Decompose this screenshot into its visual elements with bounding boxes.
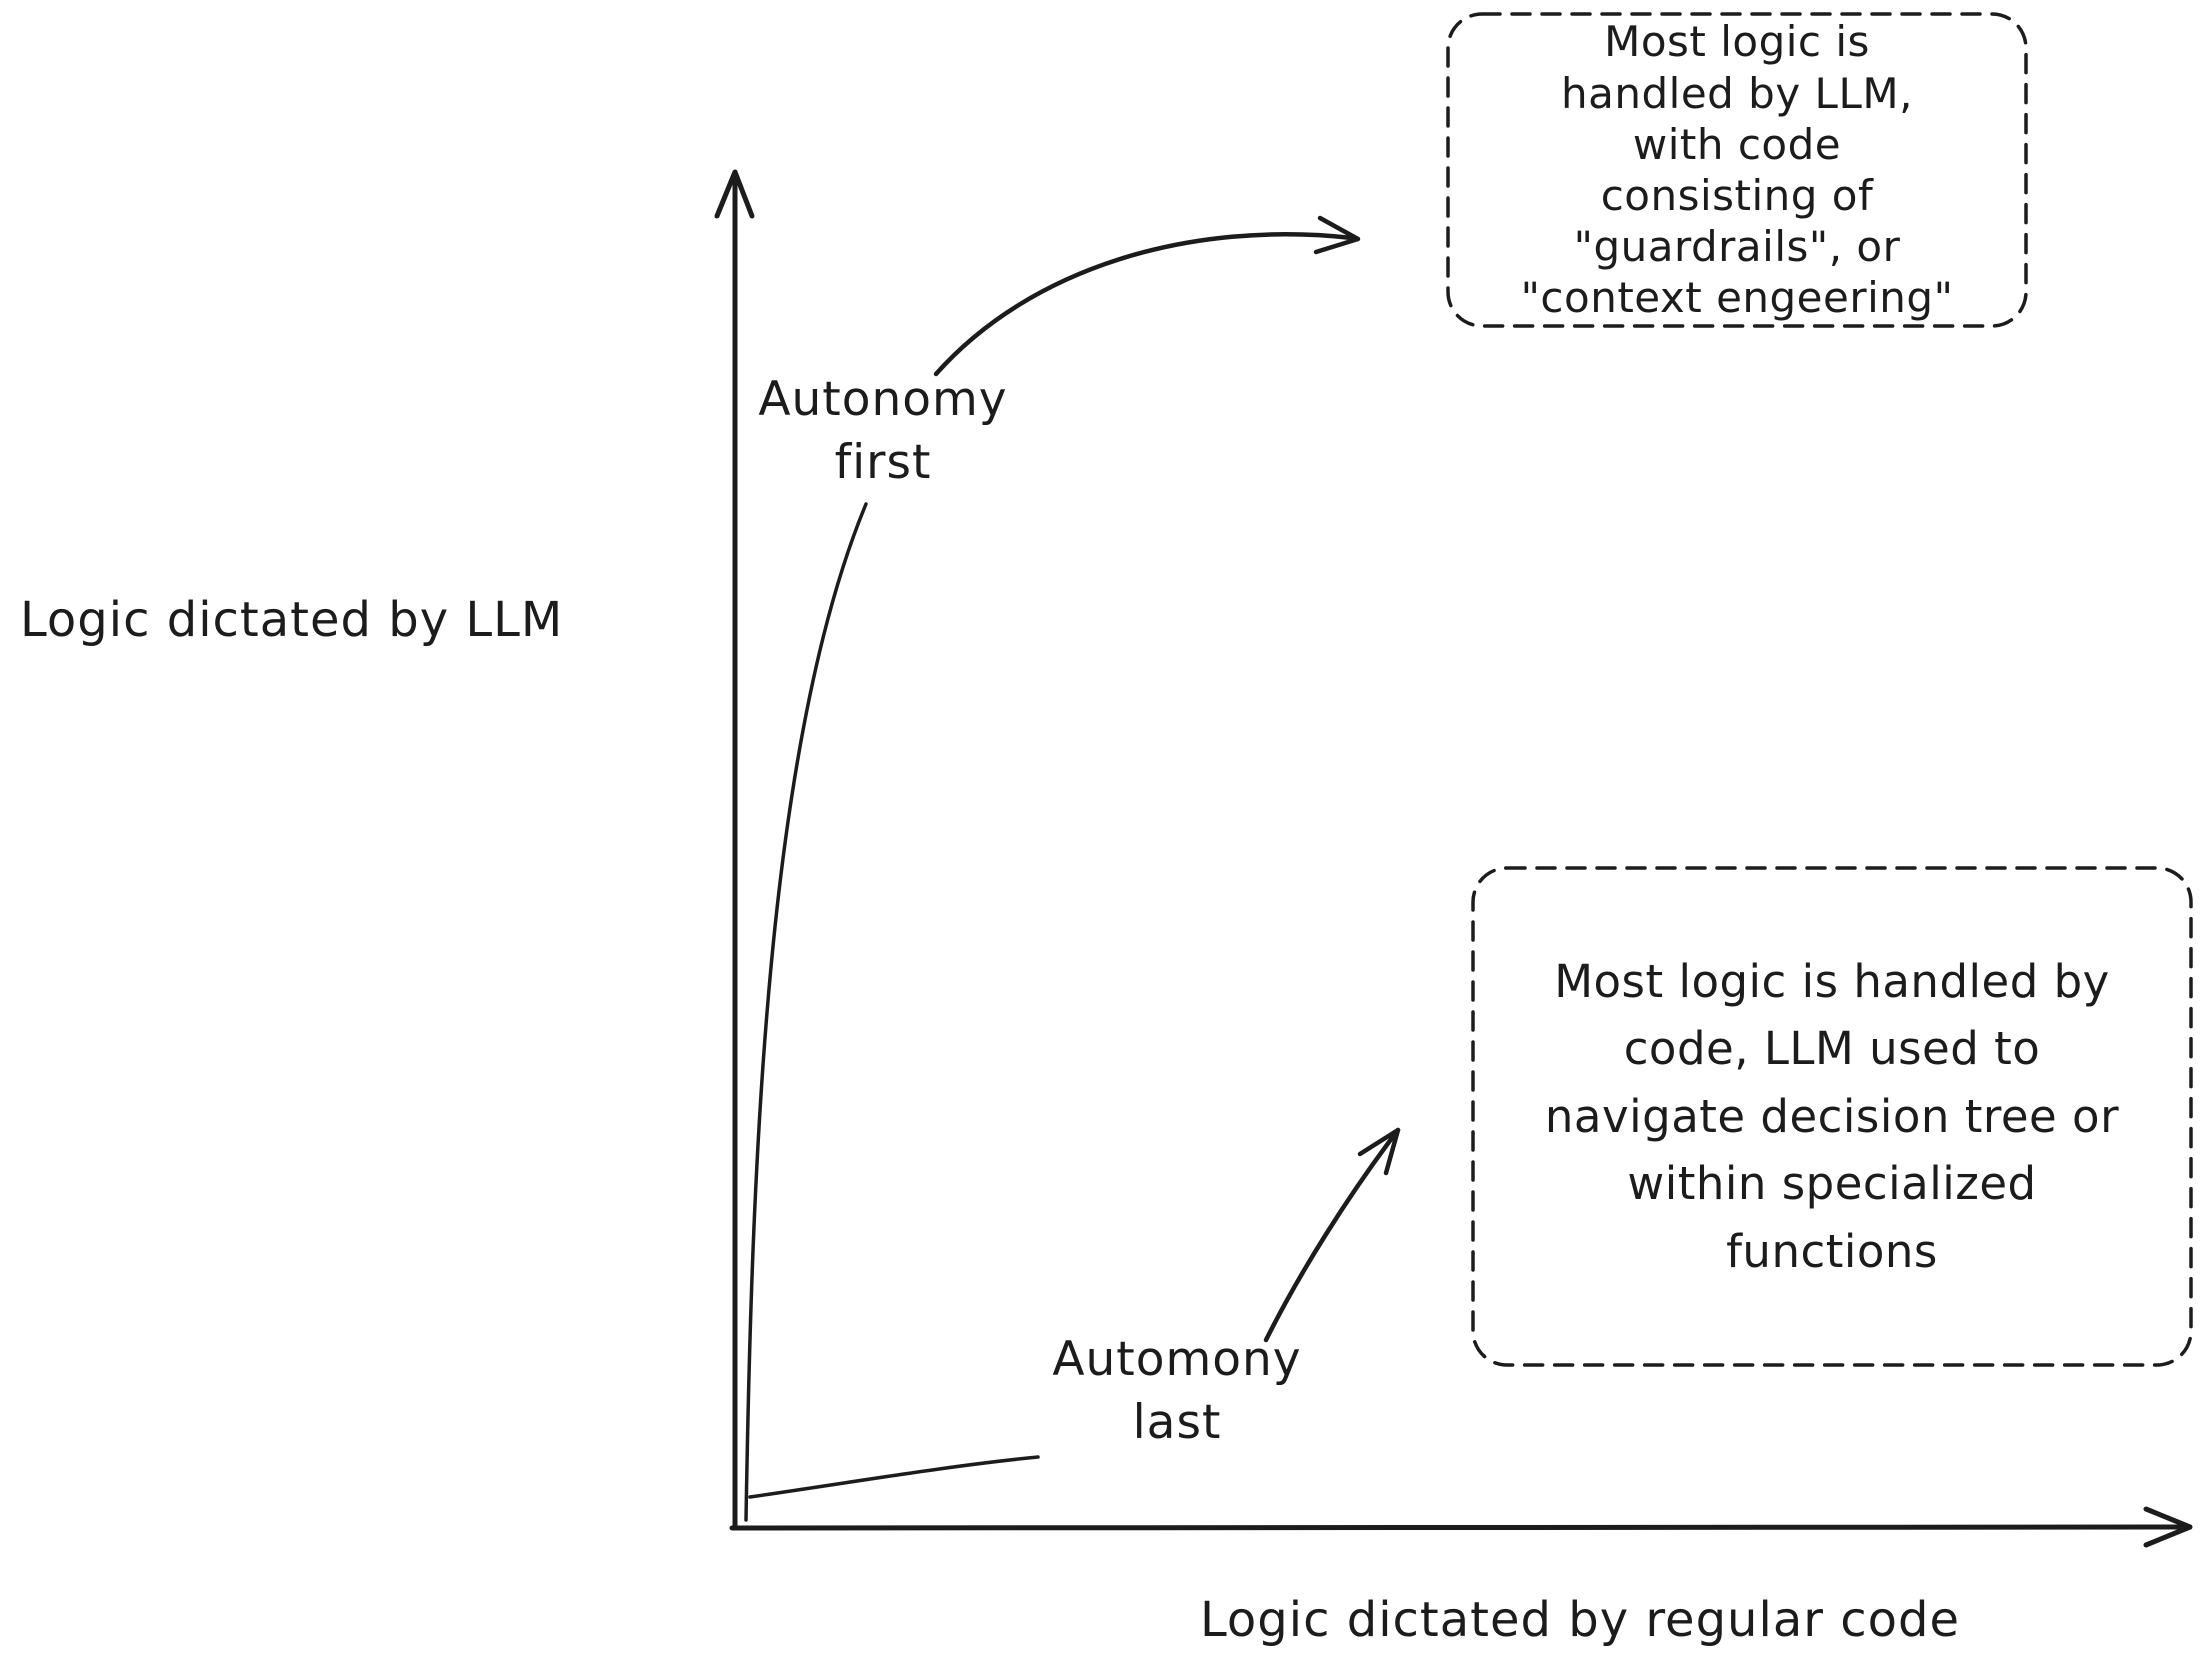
arrow-to-code-box-arrowhead-icon — [1357, 1127, 1401, 1176]
autonomy-first-curve-label: Autonomy first — [758, 372, 1008, 491]
code-annotation-box-border — [1471, 866, 2193, 1367]
y-axis-label: Logic dictated by LLM — [20, 592, 564, 648]
autonomy-last-curve — [748, 1455, 1040, 1499]
arrow-to-code-box — [1263, 1127, 1401, 1343]
llm-annotation-text: Most logic is handled by LLM, with code … — [1520, 17, 1954, 323]
arrow-to-llm-box — [933, 232, 1355, 377]
arrow-to-llm-box-arrowhead-icon — [1313, 215, 1361, 255]
autonomy-first-curve — [744, 502, 868, 1522]
x-axis-label: Logic dictated by regular code — [1200, 1592, 1960, 1648]
x-axis-arrowhead-icon — [2143, 1506, 2193, 1548]
code-annotation-text: Most logic is handled by code, LLM used … — [1544, 954, 2120, 1278]
llm-annotation-box-border — [1446, 12, 2028, 328]
autonomy-last-curve-label: Automony last — [1052, 1332, 1302, 1451]
y-axis-arrowhead-icon — [714, 169, 755, 219]
x-axis-line — [729, 1524, 2189, 1531]
